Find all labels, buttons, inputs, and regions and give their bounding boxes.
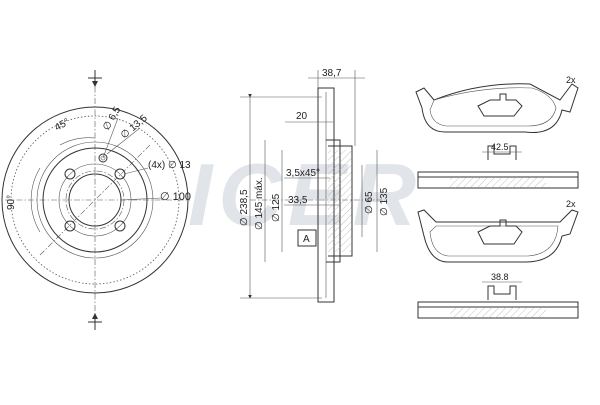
dim-33-5-label: 33,5 bbox=[288, 195, 308, 206]
top-pad-qty: 2x bbox=[566, 75, 576, 85]
dia-6-5-label: ∅ 6,5 bbox=[101, 105, 123, 133]
top-pad-width: 42.5 bbox=[491, 142, 509, 152]
dia-135-label: ∅ 135 bbox=[379, 187, 390, 216]
dia-100-label: ∅ 100 bbox=[160, 191, 191, 203]
dia-13-5-label: ∅ 13,5 bbox=[119, 113, 150, 142]
dim-38-7-label: 38,7 bbox=[322, 68, 342, 79]
holes-13-label: (4x) ∅ 13 bbox=[148, 160, 191, 171]
brake-pad-bottom: 2x 38.8 bbox=[417, 199, 579, 319]
disc-front-view: 90° 45° ∅ 6,5 ∅ 13,5 (4x) ∅ 13 ∅ 100 bbox=[1, 70, 191, 330]
bottom-pad-qty: 2x bbox=[566, 199, 576, 209]
dia-125-label: ∅ 125 bbox=[271, 193, 282, 222]
watermark-text: ICER bbox=[188, 145, 422, 244]
datum-a-label: A bbox=[303, 234, 310, 245]
dia-238-5-label: ∅ 238,5 bbox=[239, 189, 250, 226]
dim-20-label: 20 bbox=[296, 111, 308, 122]
bottom-pad-width: 38.8 bbox=[491, 272, 509, 282]
chamfer-label: 3,5x45° bbox=[286, 168, 320, 179]
dia-65-label: ∅ 65 bbox=[364, 191, 375, 214]
brake-pad-top: 2x 42.5 bbox=[415, 75, 579, 189]
angle-90-label: 90° bbox=[6, 195, 17, 210]
watermark: ICER bbox=[188, 145, 422, 244]
disc-section-view: 38,7 20 ∅ 238,5 ∅ 145 máx. ∅ 125 ∅ 65 ∅ … bbox=[239, 68, 390, 303]
angle-45-label: 45° bbox=[53, 117, 72, 134]
dia-145-label: ∅ 145 máx. bbox=[254, 177, 265, 230]
